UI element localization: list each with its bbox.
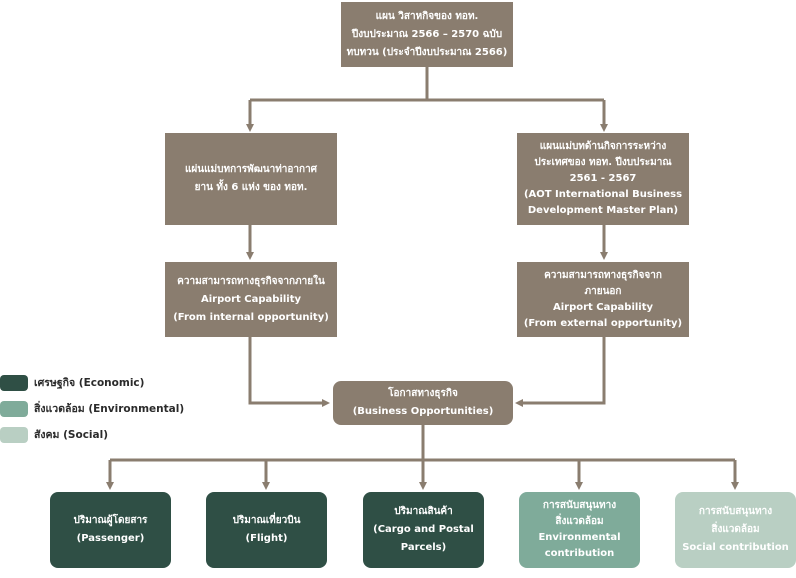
external-capability-line-1: ความสามารถทางธุรกิจจาก: [544, 269, 662, 281]
business-opportunities-box: โอกาสทางธุรกิจ (Business Opportunities): [333, 381, 513, 425]
external-capability-box: ความสามารถทางธุรกิจจาก ภายนอก Airport Ca…: [517, 262, 689, 337]
legend-item-social: สังคม (Social): [0, 426, 108, 443]
airport-master-plan-box: แผ่นแม่บทการพัฒนาท่าอากาศ ยาน ทั้ง 6 แห่…: [165, 133, 337, 225]
enterprise-plan-line-2: ปีงบประมาณ 2566 – 2570 ฉบับ: [351, 28, 503, 40]
outcome-passenger-line-1: ปริมาณผู้โดยสาร: [73, 515, 148, 526]
legend-item-economic: เศรษฐกิจ (Economic): [0, 374, 144, 391]
outcome-social-line-3: Social contribution: [682, 542, 789, 553]
legend-label-environmental: สิ่งแวดล้อม (Environmental): [34, 403, 185, 415]
outcome-environmental-line-2: สิ่งแวดล้อม: [555, 516, 604, 527]
legend-swatch-environmental: [0, 400, 28, 417]
international-master-plan-box: แผนแม่บทด้านกิจการระหว่าง ประเทศของ ทอท.…: [517, 133, 689, 225]
legend-swatch-economic: [0, 374, 28, 391]
legend-label-economic: เศรษฐกิจ (Economic): [34, 377, 145, 389]
enterprise-plan-line-1: แผน วิสาหกิจของ ทอท.: [375, 10, 479, 22]
external-capability-line-3: Airport Capability: [552, 301, 654, 313]
legend-swatch-social: [0, 426, 28, 443]
international-master-plan-line-3: 2561 - 2567: [569, 173, 637, 184]
international-master-plan-line-1: แผนแม่บทด้านกิจการระหว่าง: [539, 141, 667, 152]
outcome-environmental-line-1: การสนับสนุนทาง: [542, 500, 617, 511]
outcome-environmental-box: การสนับสนุนทาง สิ่งแวดล้อม Environmental…: [519, 492, 640, 568]
enterprise-plan-line-3: ทบทวน (ประจำปีงบประมาณ 2566): [346, 46, 508, 58]
international-master-plan-line-2: ประเทศของ ทอท. ปีงบประมาณ: [534, 157, 672, 168]
internal-capability-line-2: Airport Capability: [200, 293, 302, 305]
outcome-environmental-line-4: contribution: [544, 548, 615, 559]
outcome-flight-box: ปริมาณเที่ยวบิน (Flight): [206, 492, 327, 568]
internal-capability-line-1: ความสามารถทางธุรกิจจากภายใน: [177, 275, 325, 287]
international-master-plan-line-4: (AOT International Business: [523, 189, 683, 200]
external-capability-line-4: (From external opportunity): [523, 317, 683, 329]
internal-capability-line-3: (From internal opportunity): [173, 311, 329, 323]
outcome-flight-line-2: (Flight): [245, 533, 288, 544]
outcome-cargo-line-2: (Cargo and Postal: [373, 524, 474, 535]
legend-item-environmental: สิ่งแวดล้อม (Environmental): [0, 400, 184, 417]
outcome-social-box: การสนับสนุนทาง สิ่งแวดล้อม Social contri…: [675, 492, 796, 568]
external-capability-line-2: ภายนอก: [584, 285, 622, 297]
outcome-flight-line-1: ปริมาณเที่ยวบิน: [232, 515, 301, 526]
outcome-cargo-line-1: ปริมาณสินค้า: [394, 506, 453, 517]
internal-capability-box: ความสามารถทางธุรกิจจากภายใน Airport Capa…: [165, 262, 337, 337]
airport-master-plan-line-2: ยาน ทั้ง 6 แห่ง ของ ทอท.: [194, 182, 308, 193]
outcome-social-line-1: การสนับสนุนทาง: [698, 506, 773, 517]
outcome-social-line-2: สิ่งแวดล้อม: [711, 524, 760, 535]
business-opportunities-line-1: โอกาสทางธุรกิจ: [388, 388, 458, 399]
connector-left-capability-business: [248, 337, 330, 407]
legend-label-social: สังคม (Social): [34, 429, 109, 441]
enterprise-plan-box: แผน วิสาหกิจของ ทอท. ปีงบประมาณ 2566 – 2…: [341, 2, 513, 67]
outcome-cargo-box: ปริมาณสินค้า (Cargo and Postal Parcels): [363, 492, 484, 568]
airport-master-plan-line-1: แผ่นแม่บทการพัฒนาท่าอากาศ: [184, 164, 318, 175]
outcome-passenger-line-2: (Passenger): [76, 533, 145, 544]
connector-right-capability-business: [515, 337, 606, 407]
outcome-passenger-box: ปริมาณผู้โดยสาร (Passenger): [50, 492, 171, 568]
international-master-plan-line-5: Development Master Plan): [527, 205, 679, 216]
outcome-environmental-line-3: Environmental: [538, 532, 621, 543]
business-opportunities-line-2: (Business Opportunities): [352, 406, 494, 417]
outcome-cargo-line-3: Parcels): [400, 542, 447, 553]
